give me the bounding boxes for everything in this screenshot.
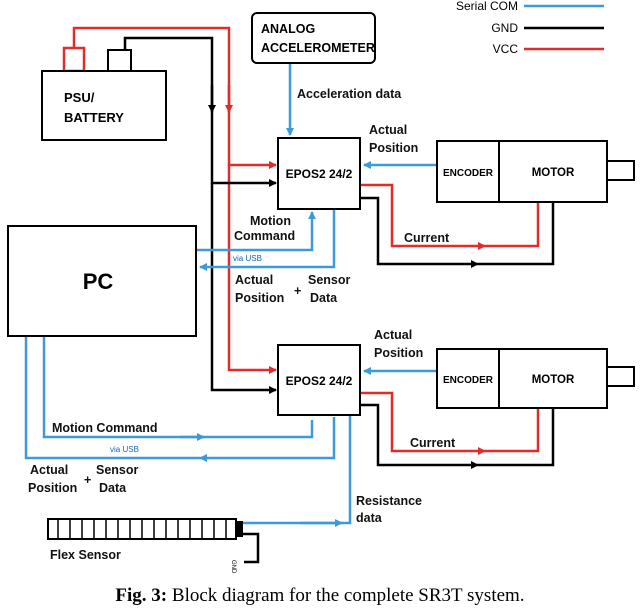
- label-motion-1: Motion: [250, 214, 291, 228]
- label-pos-position: Position: [235, 291, 284, 305]
- pc-block: PC: [7, 225, 197, 337]
- legend-vcc-label: VCC: [493, 42, 519, 56]
- label-motion-2: Command: [234, 229, 295, 243]
- label-pos-position-b: Position: [28, 481, 77, 495]
- epos-controller-bottom: EPOS2 24/2: [277, 344, 361, 416]
- encoder-bottom-label: ENCODER: [443, 375, 494, 386]
- label-resistance-2: data: [356, 511, 383, 525]
- label-actual-bot-1: Actual: [374, 328, 412, 342]
- label-pos-actual: Actual: [235, 273, 273, 287]
- flex-gnd-tag: GND: [230, 560, 236, 574]
- pc-label: PC: [83, 269, 114, 294]
- caption-prefix: Fig. 3:: [115, 585, 168, 606]
- encoder-motor-top: ENCODER MOTOR: [436, 140, 635, 203]
- legend: Serial COM GND VCC: [456, 0, 604, 56]
- label-actual-top-1: Actual: [369, 123, 407, 137]
- psu-battery-block: PSU/ BATTERY: [41, 46, 167, 141]
- motor-top-label: MOTOR: [532, 167, 575, 179]
- motor-bottom-label: MOTOR: [532, 374, 575, 386]
- label-sensor-bottom: Sensor: [96, 463, 139, 477]
- flex-sensor-label: Flex Sensor: [50, 548, 121, 562]
- label-current-top: Current: [404, 231, 450, 245]
- label-plus-top: +: [294, 284, 301, 298]
- serial-wiring: [24, 64, 437, 527]
- motor-bottom-shaft: [606, 366, 635, 387]
- label-actual-bot-2: Position: [374, 346, 423, 360]
- label-pos-actual-b: Actual: [30, 463, 68, 477]
- psu-label-line2: BATTERY: [64, 110, 124, 125]
- psu-label-line1: PSU/: [64, 90, 95, 105]
- caption-text: Block diagram for the complete SR3T syst…: [167, 585, 525, 606]
- epos-top-label: EPOS2 24/2: [286, 167, 353, 181]
- label-via-usb-top: via USB: [233, 254, 262, 263]
- flex-sensor: Flex Sensor GND: [47, 518, 243, 574]
- label-motion-command-bottom: Motion Command: [52, 421, 158, 435]
- accelerometer-block: ANALOG ACCELEROMETER: [251, 12, 376, 64]
- power-wiring: [72, 26, 555, 564]
- motor-top-shaft: [606, 160, 635, 181]
- accel-label-line1: ANALOG: [261, 22, 315, 36]
- label-actual-top-2: Position: [369, 141, 418, 155]
- label-sensor-top: Sensor: [308, 273, 351, 287]
- legend-gnd-label: GND: [491, 21, 518, 35]
- label-resistance-1: Resistance: [356, 494, 422, 508]
- epos-bottom-label: EPOS2 24/2: [286, 374, 353, 388]
- signal-labels: Acceleration data Actual Position Curren…: [28, 87, 456, 525]
- epos-controller-top: EPOS2 24/2: [277, 137, 361, 210]
- figure-caption: Fig. 3: Block diagram for the complete S…: [0, 585, 640, 607]
- encoder-top-label: ENCODER: [443, 168, 494, 179]
- legend-serial-label: Serial COM: [456, 0, 518, 13]
- accel-label-line2: ACCELEROMETER: [261, 41, 375, 55]
- label-via-usb-bottom: via USB: [110, 445, 139, 454]
- label-acceleration-data: Acceleration data: [297, 87, 402, 101]
- label-data-bottom: Data: [99, 481, 127, 495]
- label-plus-bottom: +: [84, 473, 91, 487]
- encoder-motor-bottom: ENCODER MOTOR: [436, 348, 635, 409]
- label-current-bottom: Current: [410, 436, 456, 450]
- label-data-top: Data: [310, 291, 338, 305]
